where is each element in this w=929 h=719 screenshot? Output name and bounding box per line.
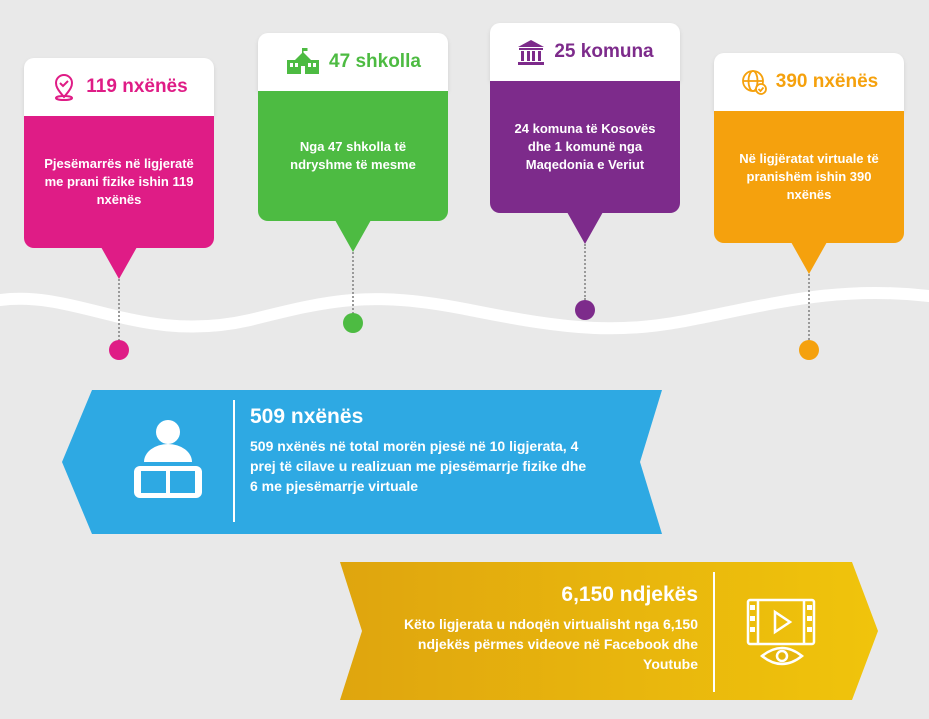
card-title: 119 nxënës xyxy=(86,76,188,97)
card-pointer xyxy=(101,247,137,279)
card-schools: 47 shkolla Nga 47 shkolla të ndryshme të… xyxy=(258,33,448,221)
banner-followers: 6,150 ndjekës Këto ligjerata u ndoqën vi… xyxy=(380,582,698,674)
timeline-dot xyxy=(575,300,595,320)
timeline-stem xyxy=(118,279,120,341)
banner-text: 509 nxënës në total morën pjesë në 10 li… xyxy=(250,438,587,494)
banner-total-students: 509 nxënës 509 nxënës në total morën pje… xyxy=(250,404,590,496)
timeline-dot xyxy=(343,313,363,333)
timeline-stem xyxy=(352,252,354,314)
timeline-dot xyxy=(799,340,819,360)
card-text: Pjesëmarrës në ligjeratë me prani fizike… xyxy=(24,116,214,248)
card-header: 119 nxënës xyxy=(24,58,214,116)
card-students-physical: 119 nxënës Pjesëmarrës në ligjeratë me p… xyxy=(24,58,214,248)
card-text: Nga 47 shkolla të ndryshme të mesme xyxy=(258,91,448,221)
card-title: 390 nxënës xyxy=(775,71,879,92)
school-building-icon xyxy=(285,48,321,76)
card-text: 24 komuna të Kosovës dhe 1 komunë nga Ma… xyxy=(490,81,680,213)
location-check-icon xyxy=(50,73,78,101)
card-pointer xyxy=(567,212,603,244)
banner-divider xyxy=(713,572,715,692)
timeline-stem xyxy=(584,244,586,300)
card-title: 47 shkolla xyxy=(329,51,421,72)
globe-check-icon xyxy=(740,68,768,96)
video-view-icon xyxy=(744,596,820,675)
card-title: 25 komuna xyxy=(554,41,654,62)
banner-text: Këto ligjerata u ndoqën virtualisht nga … xyxy=(403,616,698,672)
banner-divider xyxy=(233,400,235,522)
reader-icon xyxy=(126,418,210,509)
card-text: Në ligjëratat virtuale të pranishëm ishi… xyxy=(714,111,904,243)
card-header: 47 shkolla xyxy=(258,33,448,91)
card-students-virtual: 390 nxënës Në ligjëratat virtuale të pra… xyxy=(714,53,904,243)
timeline-dot xyxy=(109,340,129,360)
banner-title: 509 nxënës xyxy=(250,405,364,428)
institution-icon xyxy=(516,38,546,66)
banner-title: 6,150 ndjekës xyxy=(561,583,698,606)
card-pointer xyxy=(335,220,371,252)
card-header: 25 komuna xyxy=(490,23,680,81)
card-header: 390 nxënës xyxy=(714,53,904,111)
timeline-stem xyxy=(808,274,810,340)
card-municipalities: 25 komuna 24 komuna të Kosovës dhe 1 kom… xyxy=(490,23,680,213)
card-pointer xyxy=(791,242,827,274)
